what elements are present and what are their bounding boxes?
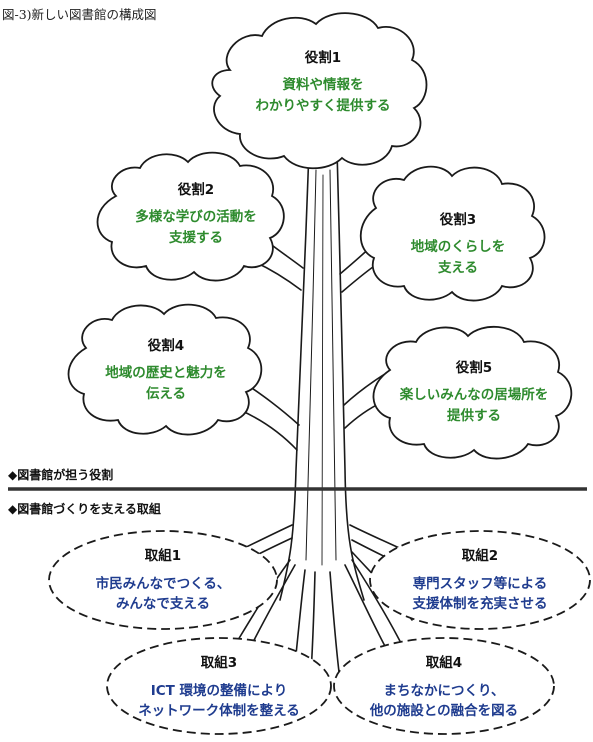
effort-3-line-1: ICT 環境の整備により bbox=[150, 683, 288, 699]
effort-1-line-1: 市民みんなでつくる、 bbox=[95, 576, 231, 592]
ellipse-effort-2 bbox=[369, 530, 591, 630]
effort-2-title: 取組2 bbox=[461, 548, 499, 564]
root-right-2 bbox=[351, 559, 403, 646]
role-1: 役割1 資料や情報を わかりやすく提供する bbox=[238, 46, 408, 117]
trunk-inner-line bbox=[321, 174, 324, 566]
role-2-title: 役割2 bbox=[177, 182, 215, 198]
trunk-left-edge bbox=[279, 149, 310, 601]
section-label-efforts: ◆図書館づくりを支える取組 bbox=[8, 502, 161, 516]
role-2-line-1: 多様な学びの活動を bbox=[135, 209, 257, 225]
role-1-title: 役割1 bbox=[304, 50, 342, 66]
cloud-role-3 bbox=[359, 165, 546, 302]
trunk-inner-line bbox=[305, 169, 317, 561]
role-3-line-1: 地域のくらしを bbox=[410, 239, 506, 255]
effort-3-line-2: ネットワーク体制を整える bbox=[138, 703, 300, 719]
role-1-line-1: 資料や情報を bbox=[282, 77, 364, 93]
effort-4-line-1: まちなかにつくり、 bbox=[383, 683, 505, 699]
cloud-role-5 bbox=[372, 325, 573, 460]
effort-4-title: 取組4 bbox=[425, 655, 463, 671]
cloud-role-2 bbox=[96, 151, 285, 282]
cloud-role-1 bbox=[211, 12, 428, 170]
effort-1-line-2: みんなで支える bbox=[115, 596, 211, 612]
trunk-right-edge bbox=[336, 149, 365, 601]
role-5-line-1: 楽しいみんなの居場所を bbox=[399, 387, 549, 403]
role-4: 役割4 地域の歴史と魅力を 伝える bbox=[78, 334, 254, 405]
root-right-2 bbox=[344, 564, 387, 649]
role-2-line-2: 支援する bbox=[169, 230, 223, 246]
figure-title: 図-3)新しい図書館の構成図 bbox=[2, 7, 157, 22]
role-4-line-2: 伝える bbox=[145, 386, 187, 402]
section-label-roles: ◆図書館が担う役割 bbox=[8, 468, 114, 482]
effort-3-title: 取組3 bbox=[200, 655, 238, 671]
role-5-line-2: 提供する bbox=[447, 408, 501, 424]
role-4-line-1: 地域の歴史と魅力を bbox=[105, 365, 227, 381]
branch-role-2 bbox=[254, 261, 302, 291]
trunk-inner-line bbox=[329, 169, 337, 561]
effort-1-title: 取組1 bbox=[144, 548, 182, 564]
role-4-title: 役割4 bbox=[147, 338, 185, 354]
role-5: 役割5 楽しいみんなの居場所を 提供する bbox=[376, 356, 572, 427]
role-3-title: 役割3 bbox=[439, 212, 477, 228]
effort-4: 取組4 まちなかにつくり、 他の施設との融合を図る bbox=[344, 651, 544, 721]
cloud-role-4 bbox=[67, 303, 263, 436]
effort-2: 取組2 専門スタッフ等による 支援体制を充実させる bbox=[384, 544, 576, 614]
role-3-line-2: 支える bbox=[437, 260, 479, 276]
effort-3: 取組3 ICT 環境の整備により ネットワーク体制を整える bbox=[114, 651, 324, 721]
ellipse-effort-1 bbox=[48, 530, 278, 630]
effort-4-line-2: 他の施設との融合を図る bbox=[369, 703, 519, 719]
effort-1: 取組1 市民みんなでつくる、 みんなで支える bbox=[68, 544, 258, 614]
role-2: 役割2 多様な学びの活動を 支援する bbox=[112, 178, 280, 249]
role-5-title: 役割5 bbox=[455, 360, 493, 376]
role-3: 役割3 地域のくらしを 支える bbox=[378, 208, 538, 279]
root-center bbox=[329, 571, 341, 681]
role-1-line-2: わかりやすく提供する bbox=[255, 98, 391, 114]
ellipse-effort-3 bbox=[106, 637, 332, 735]
ellipse-effort-4 bbox=[333, 637, 555, 735]
effort-2-line-1: 専門スタッフ等による bbox=[412, 576, 548, 592]
effort-2-line-2: 支援体制を充実させる bbox=[412, 596, 548, 612]
